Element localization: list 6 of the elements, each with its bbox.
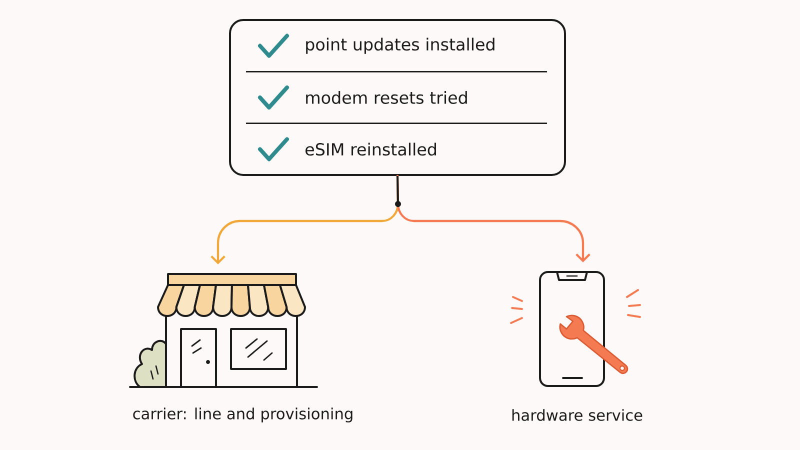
node-label: carrier: line and provisioning (133, 408, 352, 422)
node-label: hardware service (512, 409, 642, 421)
checklist-item: eSIM reinstalled (306, 142, 436, 156)
checklist-item: point updates installed (306, 38, 494, 54)
arrow (396, 174, 590, 262)
checklist-item: modem resets tried (306, 91, 467, 104)
